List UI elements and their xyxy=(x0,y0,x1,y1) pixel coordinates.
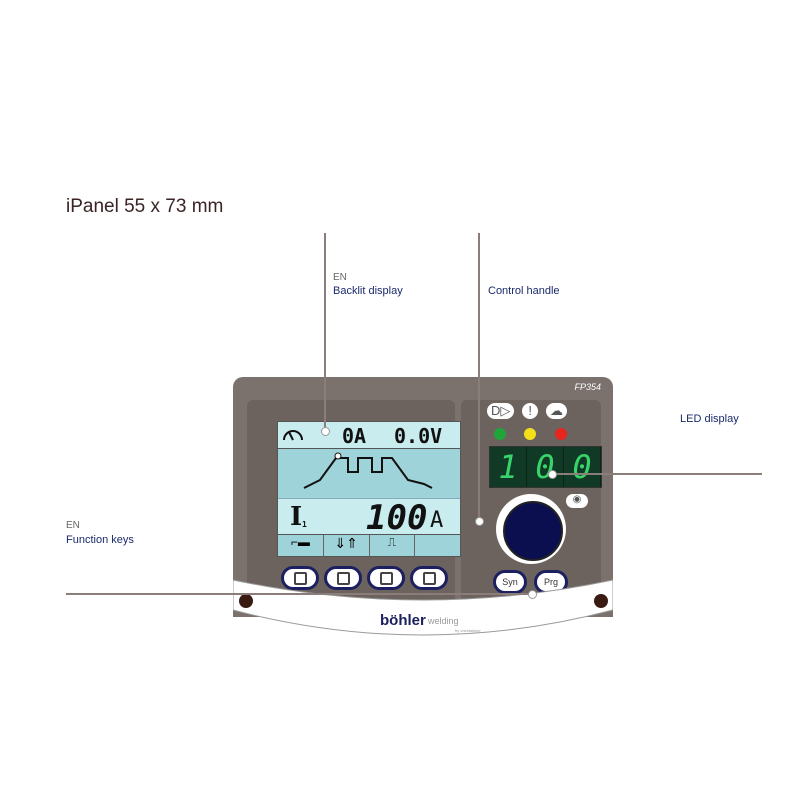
callout-line-handle xyxy=(478,233,480,519)
brand-sub: welding xyxy=(428,616,459,626)
backlit-display-label: Backlit display xyxy=(333,285,403,297)
led-red xyxy=(555,428,567,440)
backlit-display: 0A 0.0V I 1 100 A ⌐▬ ⇓⇑ ⎍ xyxy=(277,421,461,557)
softkey-torch-icon: ⌐▬ xyxy=(278,535,324,557)
callout-dot xyxy=(321,427,330,436)
function-key-3[interactable] xyxy=(367,566,405,590)
overheat-icon: ☁ xyxy=(546,403,568,419)
led-digit: 1 xyxy=(490,447,527,487)
led-display: 1 0 0 xyxy=(489,446,602,488)
function-keys-label: Function keys xyxy=(66,534,134,546)
view-icon[interactable]: ◉ xyxy=(566,494,588,508)
function-keys-lang: EN xyxy=(66,520,80,531)
softkey-updown-icon: ⇓⇑ xyxy=(324,535,370,557)
callout-dot xyxy=(548,470,557,479)
control-handle-knob[interactable] xyxy=(503,501,563,561)
softkey-empty xyxy=(415,535,460,557)
bottom-band xyxy=(233,579,613,636)
wire-feed-icon: D▷ xyxy=(487,403,515,419)
parameter-unit: A xyxy=(430,508,444,533)
model-label: FP354 xyxy=(574,382,601,392)
warning-icon: ! xyxy=(522,403,539,419)
welding-waveform-icon xyxy=(303,452,433,489)
control-handle-label: Control handle xyxy=(488,285,560,297)
voltage-readout: 0.0V xyxy=(394,424,443,448)
callout-line-function xyxy=(66,593,532,595)
callout-line-backlit xyxy=(324,233,326,430)
function-key-4[interactable] xyxy=(410,566,448,590)
backlit-lang: EN xyxy=(333,272,347,283)
parameter-label: I xyxy=(290,502,303,532)
led-digit: 0 xyxy=(564,447,601,487)
current-readout: 0A xyxy=(342,424,367,448)
callout-dot xyxy=(528,590,537,599)
syn-button[interactable]: Syn xyxy=(493,570,527,594)
led-digit: 0 xyxy=(527,447,564,487)
parameter-value: 100 xyxy=(366,498,428,538)
gauge-icon xyxy=(283,430,303,441)
function-key-1[interactable] xyxy=(281,566,319,590)
brand-logo: böhler xyxy=(380,612,426,629)
led-yellow xyxy=(524,428,536,440)
led-display-label: LED display xyxy=(680,413,739,425)
parameter-subscript: 1 xyxy=(302,520,307,529)
callout-line-led xyxy=(553,473,762,475)
function-key-2[interactable] xyxy=(324,566,362,590)
page-title: iPanel 55 x 73 mm xyxy=(66,196,224,217)
softkey-pulse-icon: ⎍ xyxy=(370,535,416,557)
brand-tag: by voestalpine xyxy=(455,628,481,633)
led-green xyxy=(494,428,506,440)
callout-dot xyxy=(475,517,484,526)
